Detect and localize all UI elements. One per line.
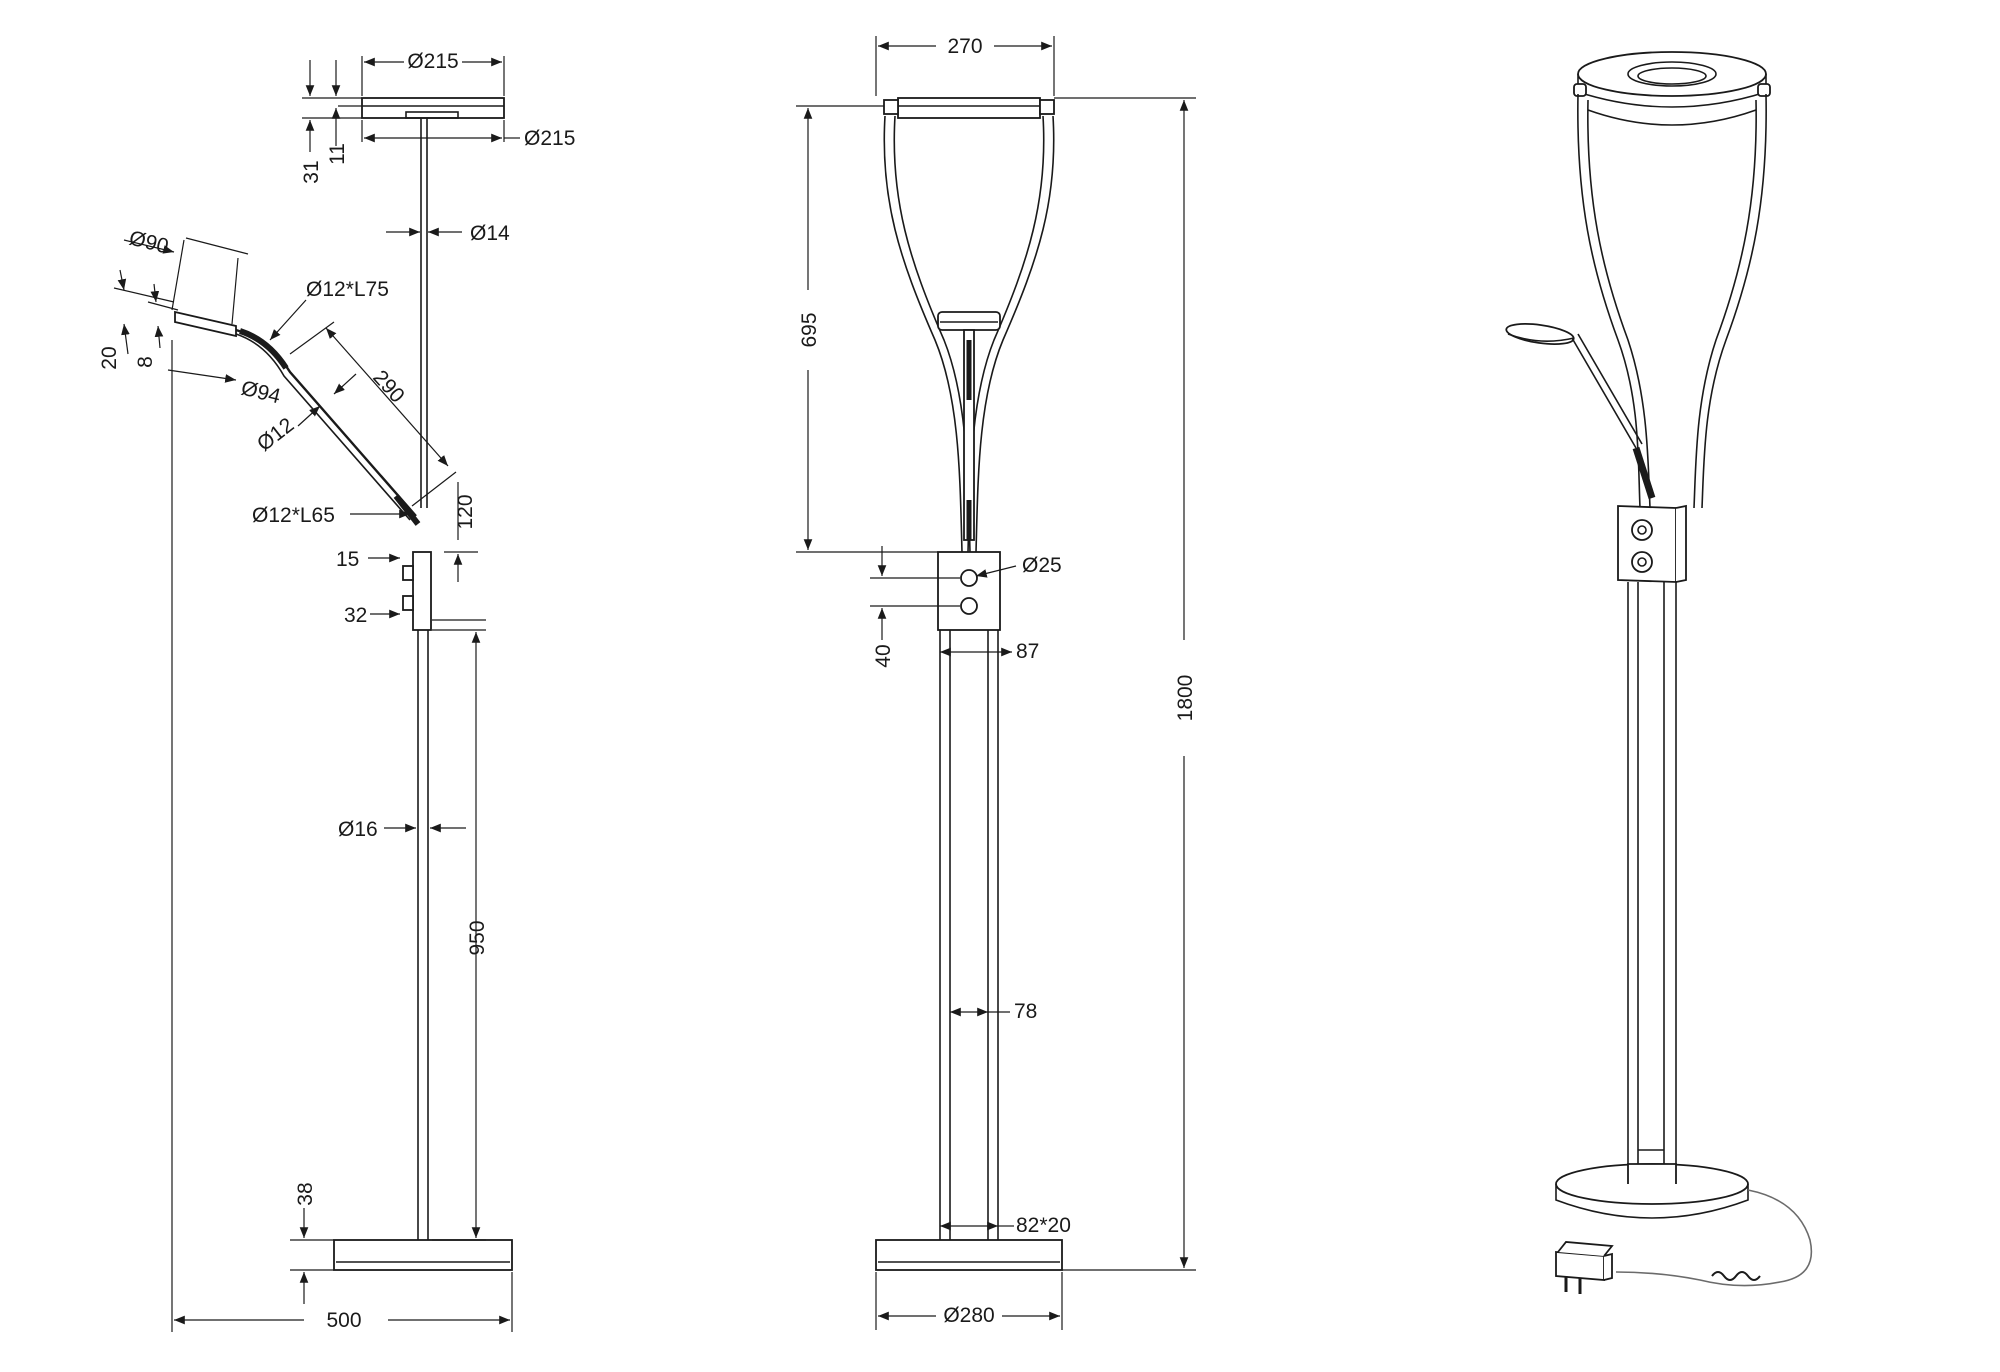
front-head-width: 270 [947,35,982,58]
perspective-uplight-head [1573,51,1771,108]
side-upper-flex-arm: Ø12*L75 [306,278,389,301]
side-head-width-top: Ø215 [407,50,458,73]
side-base-width: 500 [326,1309,361,1332]
side-labels: Ø215 Ø215 31 11 Ø14 Ø90 Ø12*L75 20 8 Ø94… [98,50,575,1332]
side-pole-top-diameter: Ø14 [470,222,510,245]
side-lower-flex-arm: Ø12*L65 [252,504,335,527]
side-head-width-bottom: Ø215 [524,127,575,150]
front-button-diameter: Ø25 [1022,554,1062,577]
perspective-reading-lamp [1505,323,1656,500]
side-reading-head-diameter-2: Ø94 [239,377,283,409]
front-pole-width: 78 [1014,1000,1037,1023]
side-base-height: 38 [294,1182,317,1205]
side-switch-box-height: 32 [344,604,367,627]
side-pole-lower [417,630,429,1240]
perspective-pole [1627,582,1677,1182]
side-reading-head-diameter: Ø90 [127,227,171,259]
front-dimension-lines [796,36,1196,1330]
side-arm-offset: 120 [454,494,477,529]
side-base [333,1239,513,1271]
side-reading-arm [174,310,421,526]
side-head-total-height: 31 [300,160,323,183]
perspective-shade-frame [1577,93,1767,509]
side-switch-gap: 15 [336,548,359,571]
side-head-plate-height: 11 [326,143,349,165]
side-view: Ø215 Ø215 31 11 Ø14 Ø90 Ø12*L75 20 8 Ø94… [98,50,575,1332]
front-labels: 270 695 Ø25 40 87 78 82*20 Ø280 1800 [798,35,1197,1327]
side-switch-box [402,551,432,631]
front-reading-lamp [937,311,1001,541]
front-shade-height: 695 [798,312,821,347]
front-pole [939,630,999,1240]
front-base [875,1239,1063,1271]
front-uplight-head [883,97,1055,119]
perspective-cable-plug [1555,1189,1813,1294]
perspective-switch-box [1617,504,1687,583]
side-uplight-head [361,97,505,119]
side-pole-upper [420,118,428,508]
side-reading-head-plate: 8 [134,356,157,368]
front-view: 270 695 Ø25 40 87 78 82*20 Ø280 1800 [796,35,1197,1330]
side-reading-arm-length: 290 [368,366,409,407]
side-pole-lower-length: 950 [466,920,489,955]
front-total-height: 1800 [1174,675,1197,722]
front-base-diameter: Ø280 [943,1304,994,1327]
front-switch-box [937,551,1001,631]
front-button-spacing: 40 [872,644,895,667]
side-dimension-lines [113,56,520,1332]
perspective-view [1505,51,1813,1294]
perspective-base [1555,1163,1749,1219]
side-reading-arm-diameter: Ø12 [253,413,298,456]
front-switch-box-width: 87 [1016,640,1039,663]
side-reading-head-height: 20 [98,346,121,369]
side-pole-lower-diameter: Ø16 [338,818,378,841]
front-pole-profile: 82*20 [1016,1214,1071,1237]
